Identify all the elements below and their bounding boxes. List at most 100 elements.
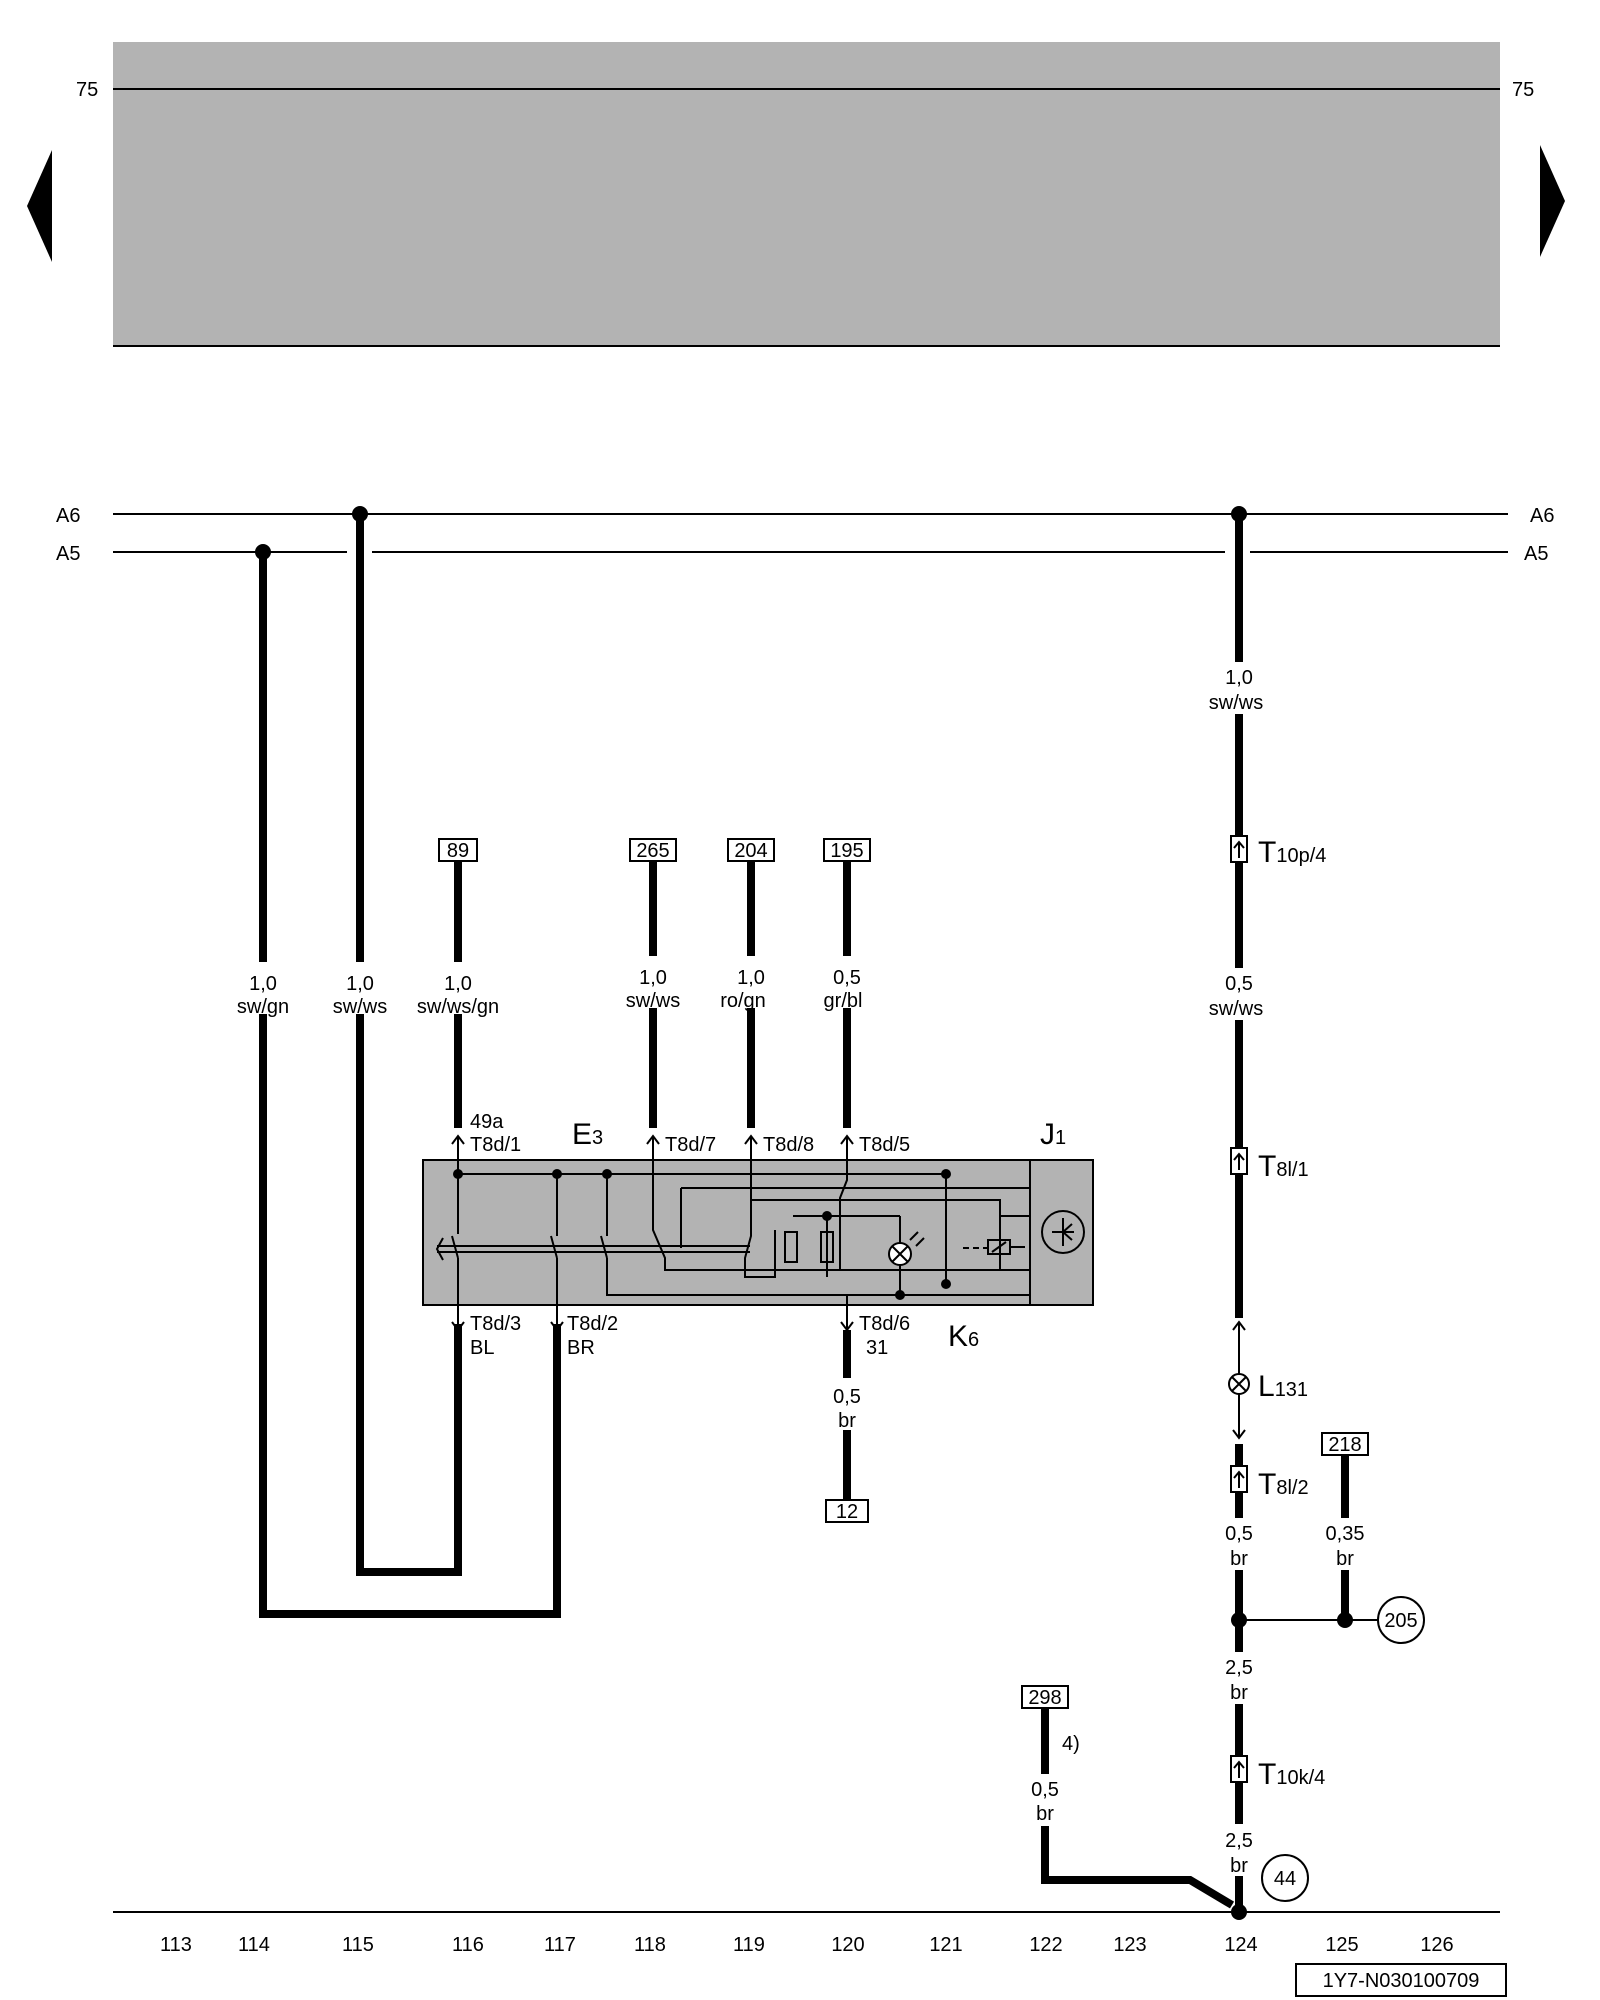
column-number: 119 [733, 1934, 765, 1956]
ref-12: 12 [836, 1501, 858, 1523]
wire-122-color: br [1036, 1803, 1054, 1825]
wire-116-size: 1,0 [444, 973, 472, 995]
ground-point-44-icon[interactable] [1261, 1854, 1309, 1902]
column-number: 117 [544, 1934, 576, 1956]
junction-a6-col115 [352, 506, 368, 522]
wire-116-color: sw/ws/gn [417, 996, 499, 1018]
footnote-4: 4) [1062, 1733, 1080, 1755]
component-k6-label: K6 [948, 1320, 979, 1353]
component-e3-label: E3 [572, 1118, 603, 1151]
ref-195: 195 [830, 840, 863, 862]
diagram-id: 1Y7-N030100709 [1323, 1970, 1480, 1992]
wire-120-bottom-color: br [838, 1410, 856, 1432]
wire-124a-color: sw/ws [1209, 692, 1263, 714]
wire-125-color: br [1336, 1548, 1354, 1570]
wire-119-size: 1,0 [737, 967, 765, 989]
wire-114-size: 1,0 [249, 973, 277, 995]
connector-t10p-label: T10p/4 [1258, 836, 1326, 869]
wire-124c-color: br [1230, 1548, 1248, 1570]
terminal-t8d5: T8d/5 [859, 1134, 910, 1156]
wire-119-color: ro/gn [720, 990, 766, 1012]
page-ref-right: 75 [1512, 79, 1534, 101]
busbar-label-a5-left: A5 [56, 543, 80, 565]
ref-265: 265 [636, 840, 669, 862]
lamp-l131-label: L131 [1258, 1370, 1308, 1403]
resistor-2-icon [820, 1231, 834, 1263]
page-ref-left: 75 [76, 79, 98, 101]
pin-arrow-t8d1 [451, 1134, 465, 1160]
wire-col114-loop [259, 552, 561, 1618]
wire-115-size: 1,0 [346, 973, 374, 995]
ground-point-205-label: 205 [1384, 1610, 1417, 1632]
ref-298: 298 [1028, 1687, 1061, 1709]
column-number: 125 [1325, 1934, 1358, 1956]
ground-point-205-icon[interactable] [1377, 1596, 1425, 1644]
connector-t10k-label: T10k/4 [1258, 1758, 1325, 1791]
pin-arrow-t8d8 [744, 1134, 758, 1160]
column-number: 122 [1029, 1934, 1062, 1956]
terminal-t8d7: T8d/7 [665, 1134, 716, 1156]
junction-col124-205 [1231, 1612, 1247, 1628]
ground-point-44-label: 44 [1274, 1868, 1296, 1890]
wire-124e-color: br [1230, 1855, 1248, 1877]
wire-col115-loop [356, 514, 462, 1576]
wire-115-color: sw/ws [333, 996, 387, 1018]
pin-arrow-t8d7 [646, 1134, 660, 1160]
wire-118-size: 1,0 [639, 967, 667, 989]
wire-120-top-size: 0,5 [833, 967, 861, 989]
wire-124b-color: sw/ws [1209, 998, 1263, 1020]
terminal-t8d1: T8d/1 [470, 1134, 521, 1156]
wire-120-top-color: gr/bl [824, 990, 863, 1012]
busbar-label-a5-right: A5 [1524, 543, 1548, 565]
terminal-t8d2: T8d/2 [567, 1313, 618, 1335]
column-number: 114 [238, 1934, 270, 1956]
wire-122-size: 0,5 [1031, 1779, 1059, 1801]
pin-arrow-t8d3 [451, 1305, 465, 1332]
junction-col125-205 [1337, 1612, 1353, 1628]
wire-114-color: sw/gn [237, 996, 289, 1018]
terminal-t8d3: T8d/3 [470, 1313, 521, 1335]
relay-j1-symbol-icon [1041, 1210, 1085, 1254]
ref-204: 204 [734, 840, 767, 862]
column-number: 113 [160, 1934, 192, 1956]
component-j1-label: J1 [1040, 1118, 1066, 1151]
terminal-br: BR [567, 1337, 595, 1359]
pin-arrow-t8d5 [840, 1134, 854, 1160]
column-numbers: 113 114 115 116 117 118 119 120 121 122 123 124 125 1… [160, 1934, 1454, 1956]
wire-124b-size: 0,5 [1225, 973, 1253, 995]
ref-box-12[interactable] [825, 1499, 869, 1523]
column-number: 121 [929, 1934, 962, 1956]
wire-125-size: 0,35 [1326, 1523, 1365, 1545]
terminal-t8d6: T8d/6 [859, 1313, 910, 1335]
column-number: 118 [634, 1934, 666, 1956]
wire-124a-size: 1,0 [1225, 667, 1253, 689]
previous-page-arrow-icon[interactable] [27, 150, 52, 262]
column-number: 124 [1224, 1934, 1257, 1956]
wire-124d-color: br [1230, 1682, 1248, 1704]
busbar-label-a6-left: A6 [56, 505, 80, 527]
wire-120-bottom-size: 0,5 [833, 1386, 861, 1408]
connector-t8l2-label: T8l/2 [1258, 1468, 1309, 1501]
terminal-49a: 49a [470, 1111, 504, 1133]
connector-t8l1-label: T8l/1 [1258, 1150, 1309, 1183]
column-number: 123 [1113, 1934, 1146, 1956]
hazard-switch-e3[interactable] [422, 1159, 1094, 1306]
junction-a5-col114 [255, 544, 271, 560]
wire-124e-size: 2,5 [1225, 1830, 1253, 1852]
wire-124d-size: 2,5 [1225, 1657, 1253, 1679]
column-number: 116 [452, 1934, 484, 1956]
column-number: 120 [831, 1934, 864, 1956]
ref-218: 218 [1328, 1434, 1361, 1456]
busbar-label-a6-right: A6 [1530, 505, 1554, 527]
column-number: 115 [342, 1934, 374, 1956]
wire-124c-size: 0,5 [1225, 1523, 1253, 1545]
switch-internal-wiring [435, 1160, 1030, 1305]
next-page-arrow-icon[interactable] [1540, 145, 1565, 257]
wire-118-color: sw/ws [626, 990, 680, 1012]
resistor-1-icon [784, 1231, 798, 1263]
column-number: 126 [1420, 1934, 1453, 1956]
previous-page-band [113, 42, 1500, 346]
terminal-t8d8: T8d/8 [763, 1134, 814, 1156]
pin-arrow-t8d2 [550, 1305, 564, 1332]
